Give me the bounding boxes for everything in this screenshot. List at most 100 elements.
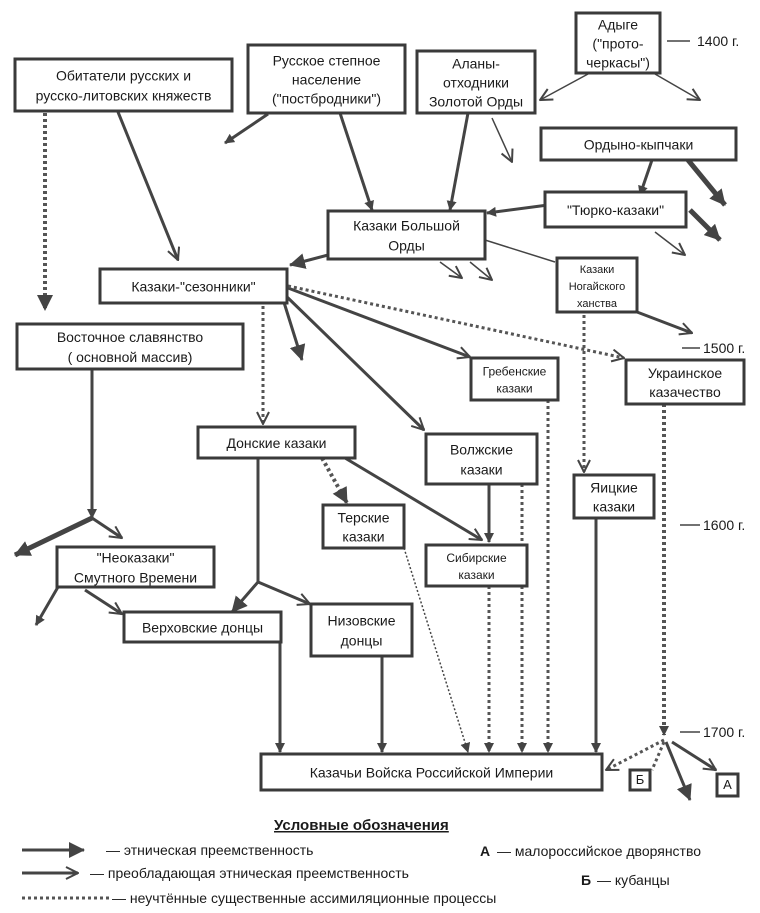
arrow-steppe-to-great-horde xyxy=(338,112,374,211)
legend-solid-text: — этническая преемственность xyxy=(106,842,313,858)
arrow-adyge-to-alans xyxy=(540,73,589,100)
arrow-alans-to-great-horde xyxy=(446,112,470,211)
node-label: Терские xyxy=(337,509,389,525)
node-box xyxy=(246,43,407,115)
arrow-don-to-siber xyxy=(344,456,482,542)
node-box xyxy=(469,356,560,402)
node-box xyxy=(572,473,656,520)
arrow-ukr-to-empire xyxy=(606,738,665,772)
node-label: Ордыно-кыпчаки xyxy=(584,136,694,152)
node-label: Верховские донцы xyxy=(142,619,263,635)
node-box xyxy=(13,57,234,113)
node-box xyxy=(415,49,537,115)
arrow-horde-to-seasonal xyxy=(289,253,329,269)
arrow-alans-out xyxy=(491,117,512,162)
node-label: русско-литовских княжеств xyxy=(36,88,212,104)
node-label: Орды xyxy=(388,238,425,254)
node-box xyxy=(326,209,487,261)
node-ukr: Украинское казачество xyxy=(624,358,746,406)
node-label: Сибирские xyxy=(446,551,507,565)
legend-b-letter: Б xyxy=(581,872,591,888)
node-label: Гребенские xyxy=(483,364,547,378)
node-box xyxy=(122,610,283,644)
arrow-don-to-upper xyxy=(230,581,260,613)
node-box xyxy=(424,543,529,588)
node-label: Казаки xyxy=(580,264,615,276)
arrow-neo-to-upper xyxy=(84,588,122,616)
arrow-ukr-to-b xyxy=(650,741,666,771)
node-label: Казаки Большой xyxy=(353,218,460,234)
node-label: Украинское xyxy=(648,365,723,381)
node-label: Донские казаки xyxy=(227,435,327,451)
node-label: Волжские xyxy=(450,442,513,458)
legend-a-text: — малороссийское дворянство xyxy=(497,843,701,859)
node-volga: Волжские казаки xyxy=(424,432,539,486)
arrow-horde-out-2 xyxy=(469,261,492,280)
connectors xyxy=(13,73,727,801)
node-label: казаки xyxy=(460,462,502,478)
node-seasonal: Казаки-"сезонники" xyxy=(98,267,289,305)
arrow-eastslav-left xyxy=(13,515,94,558)
arrow-horde-to-nogai xyxy=(484,239,556,263)
arrow-seasonal-to-greben xyxy=(287,286,470,357)
legend-dotted-text: — неучтённые существенные ассимиляционны… xyxy=(112,890,496,906)
node-label: ("постбродники") xyxy=(272,90,381,106)
node-label: казаки xyxy=(342,528,384,544)
node-upper-don: Верховские донцы xyxy=(122,610,283,644)
nodes: Адыге("прото-черкасы")Обитатели русских … xyxy=(13,11,746,798)
timeline-label: 1600 г. xyxy=(703,517,745,533)
arrow-neo-left xyxy=(34,586,60,626)
node-box xyxy=(15,322,245,371)
arrow-kipchak-to-turk xyxy=(638,159,654,196)
node-label: Адыге xyxy=(598,16,638,32)
node-label: население xyxy=(292,71,361,87)
arrow-seasonal-down xyxy=(280,295,306,361)
arrow-eastslav-to-neo xyxy=(91,516,122,540)
arrow-turk-out-1 xyxy=(688,208,722,242)
node-don: Донские казаки xyxy=(196,425,357,460)
timeline: 1400 г. 1500 г. 1600 г. 1700 г. xyxy=(667,33,745,740)
node-box xyxy=(624,358,746,406)
node-box xyxy=(574,11,662,75)
node-label: Низовские xyxy=(328,613,396,629)
arrow-adyge-out xyxy=(654,73,700,100)
node-label: казачество xyxy=(649,384,721,400)
arrow-ukr-to-a xyxy=(671,740,716,772)
timeline-label: 1700 г. xyxy=(703,724,745,740)
node-box xyxy=(424,432,539,486)
node-box xyxy=(543,190,688,229)
timeline-label: 1500 г. xyxy=(703,340,745,356)
node-label: ханства xyxy=(577,298,618,310)
arrow-turk-to-great-horde xyxy=(486,203,549,217)
node-east-slav: Восточное славянство( основной массив) xyxy=(15,322,245,371)
node-kipchak: Ордыно-кыпчаки xyxy=(539,126,738,162)
node-box xyxy=(539,126,738,162)
node-label: отходники xyxy=(443,74,509,90)
node-label: Казачьи Войска Российской Империи xyxy=(310,764,553,780)
node-label: Смутного Времени xyxy=(74,570,197,586)
legend-b-text: — кубанцы xyxy=(597,872,670,888)
node-empire: Казачьи Войска Российской Империи xyxy=(259,752,604,792)
node-label: Аланы- xyxy=(452,55,500,71)
node-label: А xyxy=(723,777,732,792)
node-label: "Неоказаки" xyxy=(97,550,175,566)
node-box xyxy=(715,772,740,798)
node-label: Яицкие xyxy=(590,479,638,495)
node-box xyxy=(98,267,289,305)
node-box xyxy=(55,545,216,589)
node-turk-cos: "Тюрко-казаки" xyxy=(543,190,688,229)
node-box xyxy=(555,256,639,314)
node-label: Золотой Орды xyxy=(429,93,523,109)
node-label: донцы xyxy=(341,633,383,649)
timeline-label: 1400 г. xyxy=(697,33,739,49)
node-box xyxy=(321,503,406,550)
node-label: "Тюрко-казаки" xyxy=(567,202,664,218)
node-box-a: А xyxy=(715,772,740,798)
arrow-don-to-lower xyxy=(257,580,310,604)
